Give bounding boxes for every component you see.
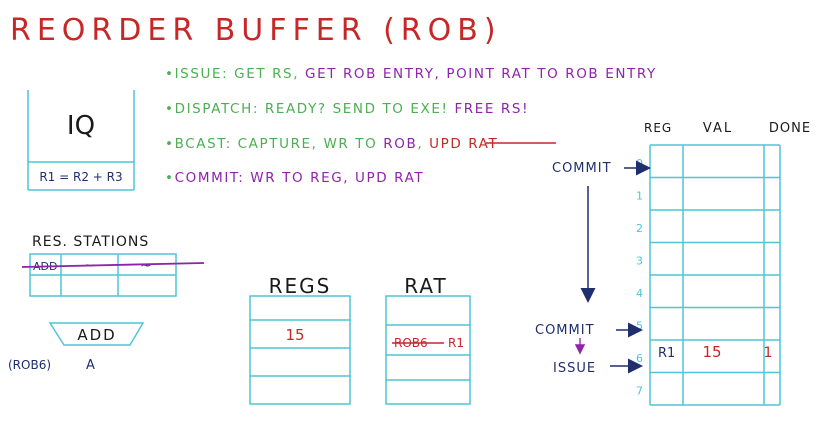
regs-label: REGS [269, 274, 332, 298]
res-stations-label: RES. STATIONS [32, 234, 149, 250]
note-2-part-1: ROB [383, 136, 417, 152]
rob-entry6-reg: R1 [658, 346, 675, 361]
note-1-part-0: DISPATCH: READY? SEND TO EXE! [175, 101, 455, 117]
rat-label: RAT [404, 274, 447, 298]
rob-header-val: VAL [703, 121, 733, 136]
note-bullet: • [165, 101, 175, 117]
reservation-stations: RES. STATIONS ADD ~ ~ [21, 234, 205, 297]
note-1-part-1: FREE RS! [454, 101, 529, 117]
rob-index-1: 1 [636, 190, 643, 203]
rob-pointers: COMMIT COMMIT ISSUE [535, 160, 651, 376]
adder-label: ADD [77, 326, 116, 344]
rob-header-done: DONE [769, 121, 811, 136]
page-title: REORDER BUFFER (ROB) [10, 13, 502, 48]
iq-entry: R1 = R2 + R3 [39, 170, 122, 184]
rat-new-entry: R1 [448, 336, 464, 350]
rs-entry-src2: ~ [140, 258, 152, 274]
note-0-part-1: GET ROB ENTRY, POINT RAT TO ROB ENTRY [305, 66, 657, 82]
rob-entry6-done: 1 [764, 345, 773, 361]
note-2-part-0: BCAST: CAPTURE, WR TO [175, 136, 384, 152]
iq-label: IQ [67, 111, 95, 141]
rob-index-4: 4 [636, 287, 643, 300]
rs-freed-strike [21, 262, 205, 268]
note-bullet: • [165, 66, 175, 82]
note-2-part-3: UPD RAT [429, 136, 498, 152]
rob-header-reg: REG [644, 121, 672, 135]
note-0-part-0: ISSUE: GET RS, [175, 66, 305, 82]
rob-index-2: 2 [636, 222, 643, 235]
register-file: REGS 15 [249, 274, 351, 405]
note-commit: •COMMIT: WR TO REG, UPD RAT [165, 170, 424, 186]
commit-pointer-bottom-label: COMMIT [535, 323, 595, 338]
issue-pointer-label: ISSUE [553, 361, 596, 376]
rob-index-7: 7 [636, 385, 643, 398]
rob-index-3: 3 [636, 255, 643, 268]
note-dispatch: •DISPATCH: READY? SEND TO EXE! FREE RS! [165, 101, 529, 117]
note-3-part-0: COMMIT: WR TO REG, UPD RAT [175, 170, 425, 186]
note-2-part-2: , [417, 136, 429, 152]
adder-unit: ADD (ROB6) A [8, 322, 145, 373]
note-bullet: • [165, 170, 175, 186]
rat-table: RAT ROB6 R1 [385, 274, 471, 405]
instruction-queue: IQ R1 = R2 + R3 [27, 90, 135, 191]
rob-grid [649, 144, 781, 406]
commit-pointer-top-label: COMMIT [552, 161, 612, 176]
regs-r1-value: 15 [285, 326, 304, 344]
note-bullet: • [165, 136, 175, 152]
note-bcast: •BCAST: CAPTURE, WR TO ROB, UPD RAT [165, 136, 498, 152]
rob-index-6: 6 [636, 352, 643, 365]
notes-list: •ISSUE: GET RS, GET ROB ENTRY, POINT RAT… [165, 66, 657, 186]
adder-value: A [86, 358, 95, 373]
rob-entry6-val: 15 [702, 343, 721, 361]
note-issue: •ISSUE: GET RS, GET ROB ENTRY, POINT RAT… [165, 66, 657, 82]
adder-rob-tag: (ROB6) [8, 358, 51, 372]
